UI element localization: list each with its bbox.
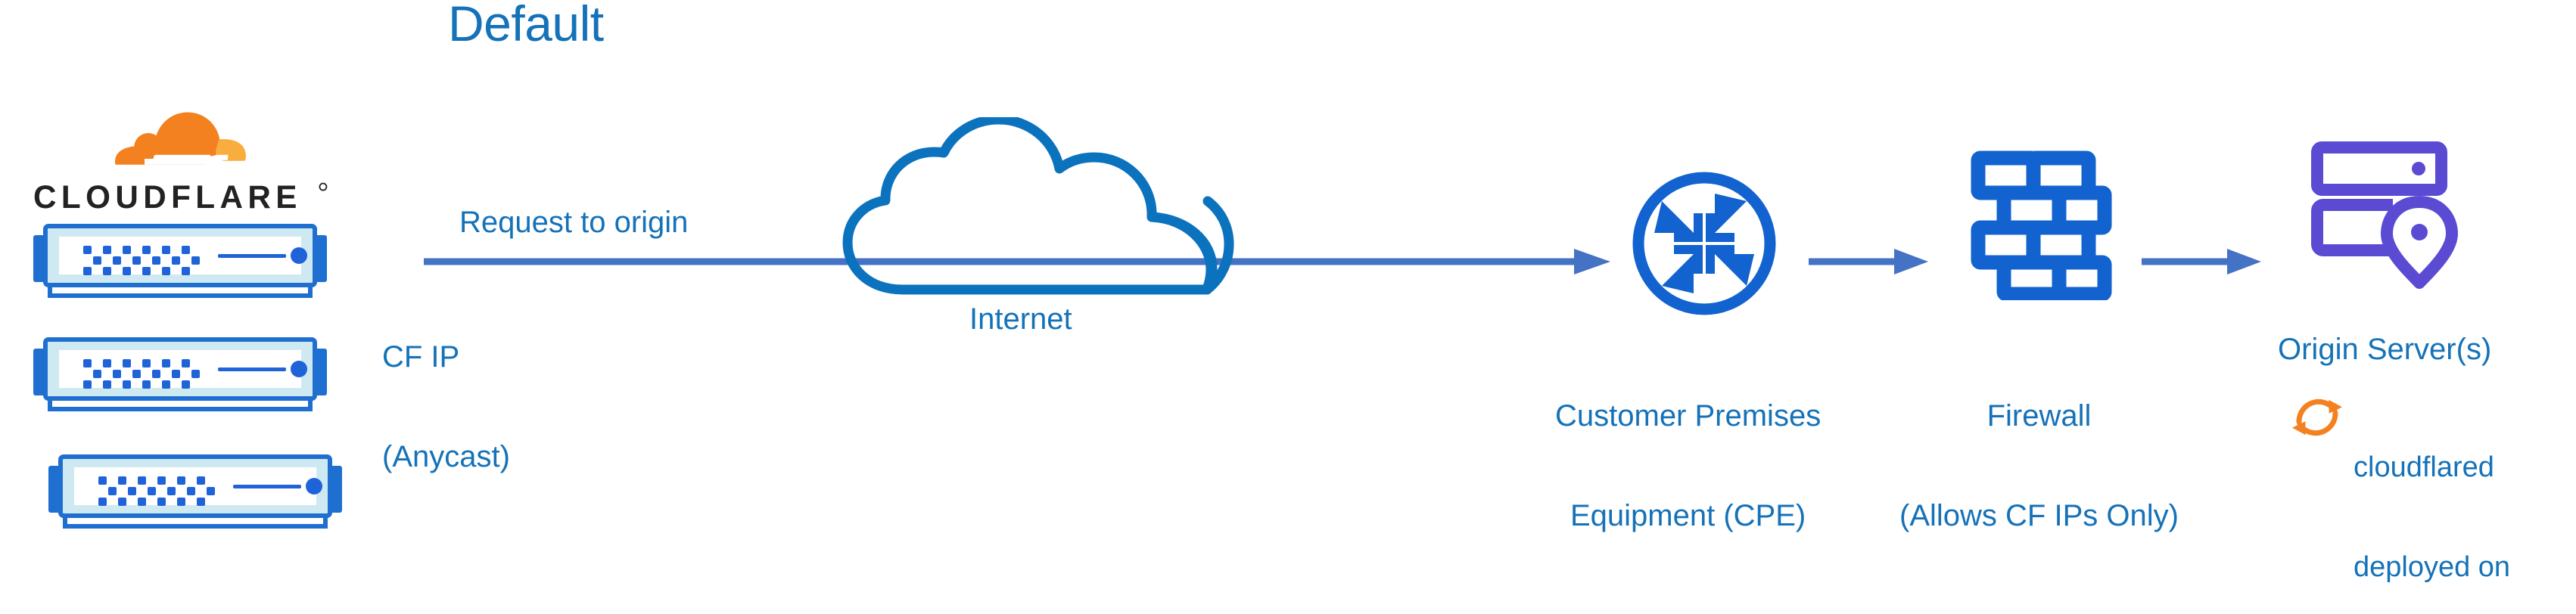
- cloudflare-server-1: [33, 224, 327, 298]
- cloudflare-wordmark: CLOUDFLARE: [33, 180, 328, 215]
- origin-server-label: Origin Server(s): [2278, 333, 2492, 366]
- cpe-label-group: Customer Premises Equipment (CPE): [1555, 333, 1821, 599]
- cf-ip-label-group: CF IP (Anycast): [382, 274, 510, 540]
- flow-arrow-firewall-to-origin: [2142, 249, 2261, 274]
- internet-label: Internet: [969, 302, 1072, 336]
- origin-server-icon: [2311, 141, 2458, 289]
- cloudflare-logo: CLOUDFLARE: [30, 106, 333, 216]
- flow-arrow-cpe-to-firewall: [1809, 249, 1928, 274]
- cloudflared-label-group: cloudflared deployed on servers: [2354, 384, 2510, 614]
- cloudflared-label-line1: cloudflared: [2354, 451, 2494, 483]
- cloudflare-cloud-mark: [115, 112, 246, 165]
- cpe-label-line2: Equipment (CPE): [1570, 499, 1806, 532]
- cf-ip-label-line2: (Anycast): [382, 440, 510, 473]
- cpe-label-line1: Customer Premises: [1555, 399, 1822, 433]
- flow-arrow-edge-to-cpe: [424, 249, 1610, 274]
- cloudflare-server-2: [33, 337, 327, 411]
- cloudflared-label-line2: deployed on: [2354, 551, 2511, 583]
- router-icon: [1632, 172, 1776, 315]
- internet-cloud-icon: [842, 117, 1234, 295]
- firewall-label-line2: (Allows CF IPs Only): [1899, 499, 2179, 532]
- firewall-label-line1: Firewall: [1986, 399, 2092, 433]
- brick-wall-icon: [1971, 150, 2112, 300]
- svg-text:CLOUDFLARE: CLOUDFLARE: [33, 180, 302, 215]
- cf-ip-label-line1: CF IP: [382, 340, 460, 374]
- cloudflare-server-3: [48, 454, 342, 529]
- sync-arrows-icon: [2292, 398, 2342, 436]
- firewall-label-group: Firewall (Allows CF IPs Only): [1899, 333, 2179, 599]
- page-title: Default: [448, 0, 604, 51]
- request-to-origin-label: Request to origin: [459, 206, 689, 239]
